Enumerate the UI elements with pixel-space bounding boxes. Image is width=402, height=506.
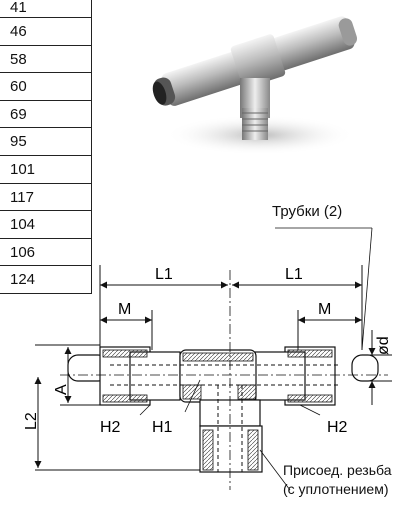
label-M-right: M (318, 301, 331, 318)
label-H2-left: H2 (100, 419, 121, 436)
label-H2-right: H2 (327, 419, 348, 436)
table-row: 41 (0, 0, 92, 18)
label-L1-right: L1 (285, 266, 303, 283)
label-A: A (53, 384, 70, 395)
label-H1: H1 (152, 419, 173, 436)
table-row: 69 (0, 100, 92, 129)
table-row: 124 (0, 266, 92, 294)
thread-label-line1: Присоед. резьба (283, 462, 392, 478)
tubes-label: Трубки (2) (272, 203, 343, 220)
table-row: 101 (0, 155, 92, 184)
table-row: 104 (0, 211, 92, 239)
table-row: 46 (0, 18, 92, 46)
label-d: ød (375, 336, 392, 355)
table-row: 95 (0, 128, 92, 156)
table-row: 106 (0, 238, 92, 267)
tube-right (351, 354, 379, 382)
thread-label-line2: (с уплотнением) (283, 481, 389, 497)
table-row: 117 (0, 183, 92, 212)
product-photo (152, 16, 358, 155)
table-row: 58 (0, 45, 92, 74)
label-L2: L2 (23, 412, 40, 430)
table-row: 60 (0, 73, 92, 101)
label-M-left: M (118, 301, 131, 318)
label-L1-left: L1 (155, 266, 173, 283)
